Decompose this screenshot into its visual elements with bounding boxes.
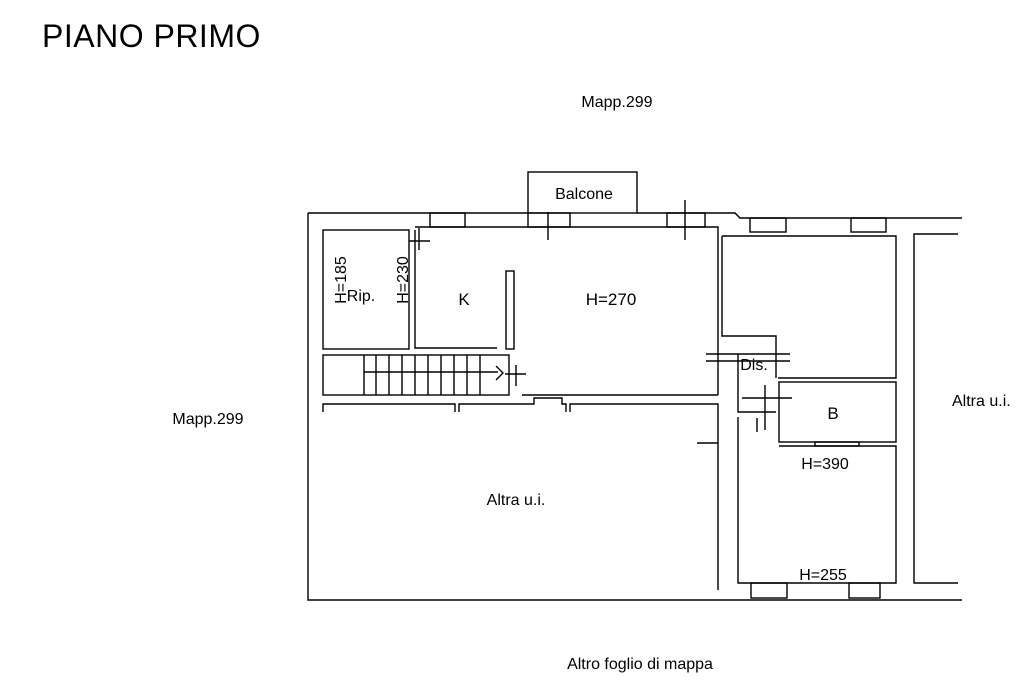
balcony-outline (527, 171, 638, 214)
label-balcone: Balcone (555, 186, 613, 203)
window-top-1 (429, 212, 466, 228)
window-top-3 (666, 212, 706, 228)
far-right-unit (913, 233, 958, 584)
window-bottom-1 (750, 582, 788, 599)
label-h185: H=185 (333, 256, 350, 304)
stair-box (322, 354, 510, 396)
lower-unit-wall-3 (569, 403, 719, 590)
label-west: Mapp.299 (172, 411, 243, 428)
outer-wall (307, 213, 962, 601)
rip-room (322, 229, 410, 350)
window-bath (814, 441, 860, 447)
lower-unit-wall-1 (322, 403, 456, 412)
label-bath: B (827, 404, 838, 423)
dis-walls (737, 360, 776, 413)
label-south: Altro foglio di mappa (567, 656, 713, 673)
room-ne-walls (722, 235, 897, 379)
label-h230: H=230 (395, 256, 412, 304)
window-bottom-2 (848, 582, 881, 599)
window-top-4 (749, 217, 787, 233)
label-lower-unit: Altra u.i. (487, 492, 546, 509)
window-top-5 (850, 217, 887, 233)
stair-arrow (495, 365, 504, 381)
plan-walls (307, 171, 962, 601)
lower-unit-wall-2 (458, 397, 567, 412)
label-h390: H=390 (801, 456, 849, 473)
page-title: PIANO PRIMO (42, 18, 261, 54)
label-h270: H=270 (586, 290, 637, 309)
kitchen-partition (505, 270, 515, 350)
room-ne-left (721, 236, 777, 378)
label-h255: H=255 (799, 567, 847, 584)
label-dis: Dis. (740, 357, 768, 374)
window-top-2 (527, 212, 571, 228)
label-north: Mapp.299 (581, 94, 652, 111)
inner-wall-top (415, 226, 719, 395)
label-rip: Rip. (347, 288, 375, 305)
label-east-unit: Altra u.i. (952, 393, 1011, 410)
kitchen-walls (414, 230, 497, 349)
outer-wall-top-right (637, 212, 962, 219)
label-kitchen: K (458, 290, 470, 309)
